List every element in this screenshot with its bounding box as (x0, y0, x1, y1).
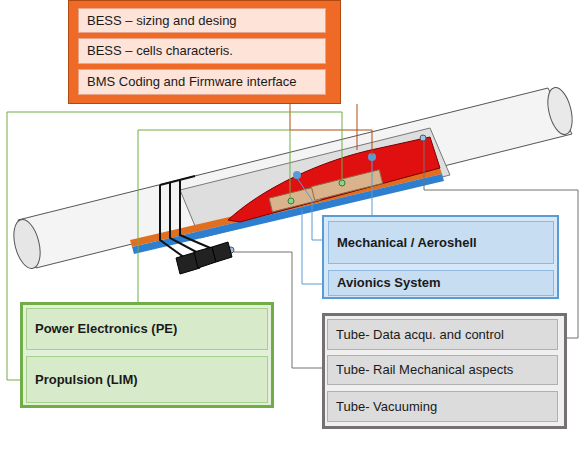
box-label: Mechanical / Aeroshell (337, 235, 477, 251)
topic-box: Propulsion (LIM) (26, 356, 268, 403)
tube-end (9, 217, 44, 271)
box-label: Avionics System (337, 275, 441, 291)
box-label: BESS – sizing and desing (87, 13, 237, 29)
topic-box: Power Electronics (PE) (26, 308, 268, 350)
tube-end (544, 85, 577, 137)
topic-box: Tube- Rail Mechanical aspects (327, 355, 558, 385)
tube-body (18, 88, 572, 268)
topic-box: Tube- Vacuuming (327, 391, 558, 422)
topic-box: Tube- Data acqu. and control (327, 319, 558, 350)
box-label: Propulsion (LIM) (35, 372, 138, 388)
pod-aeroshell (228, 137, 440, 222)
pump-cables (160, 176, 215, 258)
vacuum-pump (176, 242, 232, 274)
box-label: Tube- Rail Mechanical aspects (336, 362, 513, 378)
box-label: BESS – cells characteris. (87, 43, 233, 59)
topic-box: BESS – sizing and desing (78, 8, 326, 33)
leader-line (234, 141, 578, 368)
box-label: Tube- Vacuuming (336, 399, 437, 415)
topic-box: Mechanical / Aeroshell (328, 221, 554, 264)
box-label: BMS Coding and Firmware interface (87, 74, 297, 90)
leader-line (7, 112, 342, 380)
topic-box: Avionics System (328, 270, 554, 296)
box-label: Power Electronics (PE) (35, 321, 177, 337)
sensor-dot (420, 135, 426, 141)
pe-dot (339, 180, 345, 186)
avionics-dot (293, 171, 301, 179)
box-label: Tube- Data acqu. and control (336, 327, 504, 343)
topic-box: BESS – cells characteris. (78, 38, 326, 64)
pe-dot (288, 198, 294, 204)
topic-box: BMS Coding and Firmware interface (78, 69, 326, 95)
